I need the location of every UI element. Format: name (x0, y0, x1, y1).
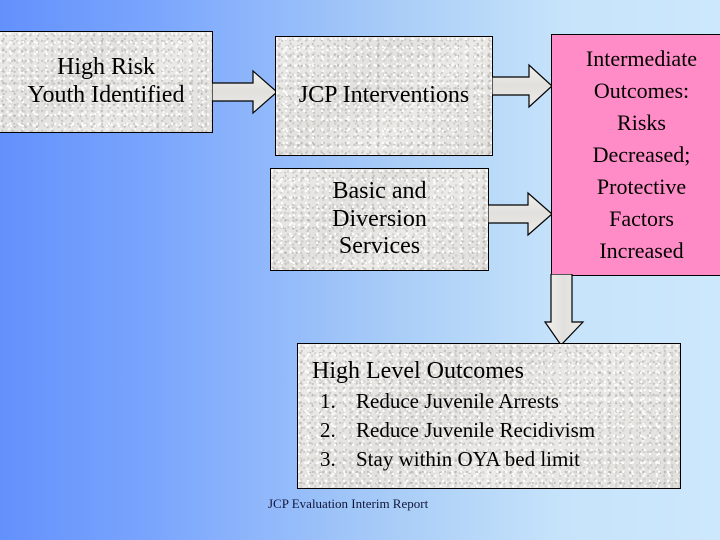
box-basic-diversion-line-2: Diversion (332, 205, 427, 232)
box-jcp-interventions[interactable]: JCP Interventions (275, 36, 493, 156)
arrow-jcp-interventions-to-intermediate-outcomes (492, 62, 553, 110)
box-basic-and-diversion-services[interactable]: Basic and Diversion Services (270, 168, 489, 271)
arrow-basic-diversion-to-intermediate-outcomes (488, 190, 553, 238)
box-high-risk-youth[interactable]: High Risk Youth Identified (0, 31, 213, 133)
arrow-intermediate-outcomes-to-high-level-outcomes (541, 274, 589, 346)
high-level-outcomes-list: Reduce Juvenile Arrests Reduce Juvenile … (312, 387, 680, 475)
box-high-risk-youth-line-2: Youth Identified (27, 82, 185, 108)
footer-caption: JCP Evaluation Interim Report (268, 496, 429, 511)
box-intermediate-outcomes-line-2: Outcomes: (593, 78, 690, 104)
box-high-risk-youth-line-1: High Risk (56, 54, 155, 81)
box-jcp-interventions-line-1: JCP Interventions (298, 82, 470, 109)
box-intermediate-outcomes-line-4: Decreased; (592, 142, 691, 168)
arrow-youth-to-jcp-interventions (212, 68, 278, 116)
box-intermediate-outcomes-line-3: Risks (617, 110, 666, 136)
box-intermediate-outcomes-line-7: Increased (599, 237, 684, 263)
box-basic-diversion-line-3: Services (338, 233, 421, 260)
list-item: Reduce Juvenile Recidivism (320, 416, 596, 445)
box-intermediate-outcomes-line-6: Factors (609, 205, 674, 231)
list-item: Reduce Juvenile Arrests (320, 387, 559, 416)
box-intermediate-outcomes[interactable]: Intermediate Outcomes: Risks Decreased; … (551, 34, 720, 276)
box-intermediate-outcomes-line-1: Intermediate (585, 46, 698, 72)
box-intermediate-outcomes-line-5: Protective (596, 173, 687, 199)
high-level-outcomes-title: High Level Outcomes (312, 358, 524, 384)
box-high-level-outcomes[interactable]: High Level Outcomes Reduce Juvenile Arre… (297, 343, 681, 489)
list-item: Stay within OYA bed limit (320, 445, 581, 474)
box-basic-diversion-line-1: Basic and (332, 177, 427, 204)
